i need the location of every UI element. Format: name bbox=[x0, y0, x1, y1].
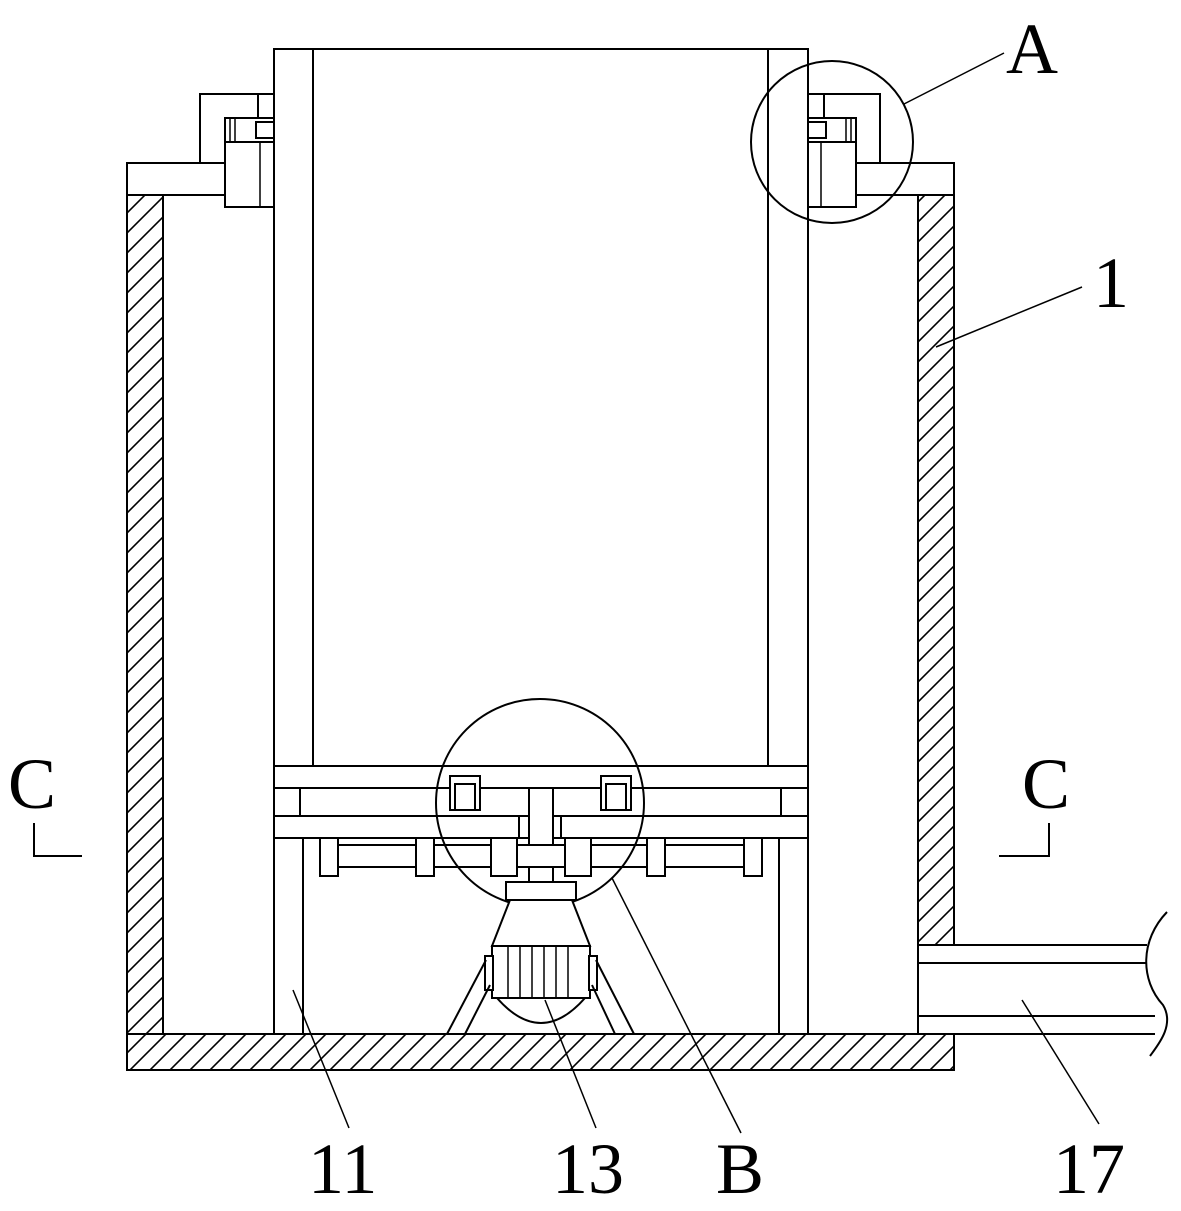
section-marker-left bbox=[33, 823, 82, 857]
label-17: 17 bbox=[1053, 1129, 1125, 1209]
detail-circle-a bbox=[750, 60, 914, 224]
housing-left-top-cap bbox=[126, 162, 226, 196]
label-11: 11 bbox=[308, 1129, 377, 1209]
rotating-plate-assembly bbox=[273, 765, 809, 907]
housing-bottom-wall bbox=[126, 1033, 955, 1071]
label-c-right: C bbox=[1022, 744, 1070, 824]
section-marker-right bbox=[999, 823, 1050, 857]
housing-left-wall bbox=[126, 194, 164, 1071]
leader-lines bbox=[292, 52, 1100, 1134]
right-top-bracket bbox=[807, 93, 881, 208]
label-1: 1 bbox=[1093, 243, 1129, 323]
label-c-left: C bbox=[8, 744, 56, 824]
label-13: 13 bbox=[552, 1129, 624, 1209]
left-top-bracket bbox=[199, 93, 275, 208]
drive-motor bbox=[446, 881, 635, 1035]
support-leg-right bbox=[778, 837, 809, 1035]
outlet-pipe bbox=[917, 911, 1169, 1057]
label-a: A bbox=[1006, 9, 1058, 89]
outer-housing bbox=[126, 162, 955, 1071]
label-b: B bbox=[716, 1129, 764, 1209]
housing-right-wall bbox=[917, 194, 955, 946]
